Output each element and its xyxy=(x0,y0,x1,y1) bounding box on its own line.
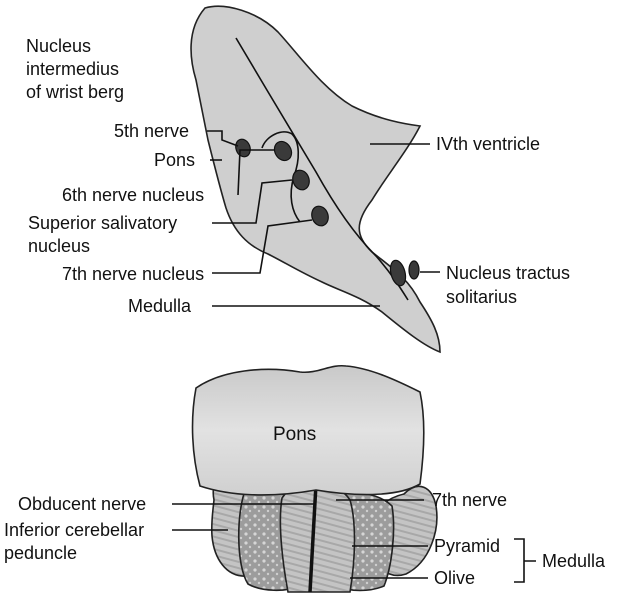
label-medulla-top: Medulla xyxy=(128,296,192,316)
label-olive: Olive xyxy=(434,568,475,588)
label-seventh-nerve: 7th nerve xyxy=(432,490,507,510)
label-seventh-nerve-nucleus: 7th nerve nucleus xyxy=(62,264,204,284)
ventral-view-diagram: Pons Obducent nerve Inferior cerebellar … xyxy=(4,366,606,592)
top-section-diagram: Nucleus intermedius of wrist berg 5th ne… xyxy=(26,6,575,352)
label-superior-salivatory: Superior salivatory nucleus xyxy=(28,213,182,256)
label-pons-top: Pons xyxy=(154,150,195,170)
label-sixth-nerve-nucleus: 6th nerve nucleus xyxy=(62,185,204,205)
solitarius-nucleus-right xyxy=(409,261,419,279)
label-fifth-nerve: 5th nerve xyxy=(114,121,189,141)
label-pons-bottom: Pons xyxy=(273,424,316,445)
label-inferior-cerebellar-peduncle: Inferior cerebellar peduncle xyxy=(4,520,149,563)
brainstem-section xyxy=(191,6,440,352)
label-medulla-bottom: Medulla xyxy=(542,551,606,571)
label-fourth-ventricle: IVth ventricle xyxy=(436,134,540,154)
label-nucleus-tractus-solitarius: Nucleus tractus solitarius xyxy=(446,263,575,307)
label-obducent-nerve: Obducent nerve xyxy=(18,494,146,514)
medulla-bracket xyxy=(514,539,536,582)
label-nucleus-intermedius: Nucleus intermedius of wrist berg xyxy=(26,36,124,102)
label-pyramid: Pyramid xyxy=(434,536,500,556)
